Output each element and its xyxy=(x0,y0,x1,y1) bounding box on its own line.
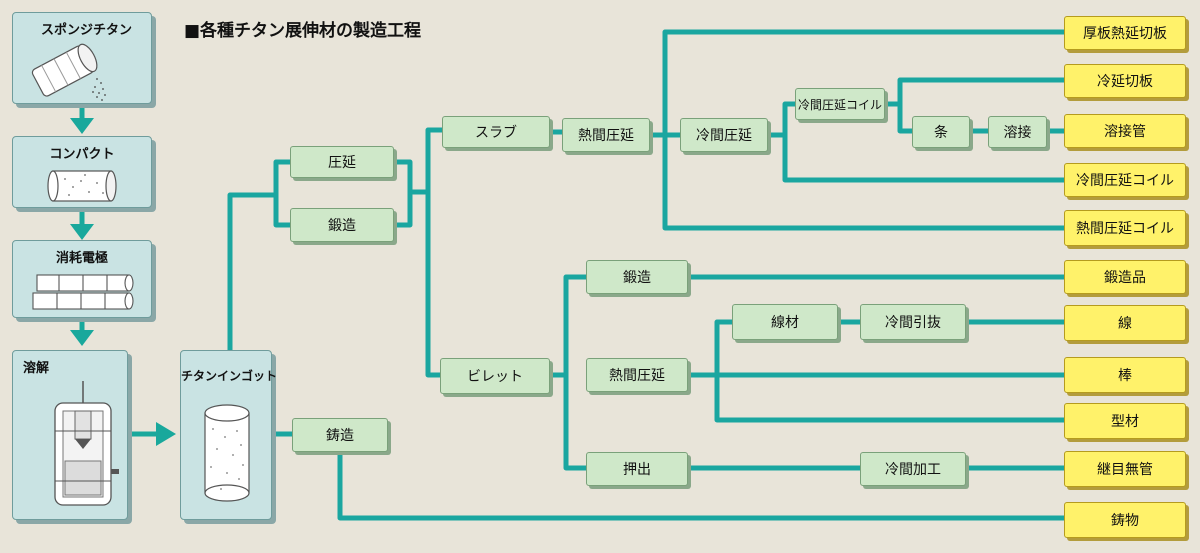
casting-box: 鋳造 xyxy=(292,418,388,452)
compact-panel: コンパクト xyxy=(12,136,152,208)
product-casting: 鋳物 xyxy=(1064,502,1186,538)
diagram-title: ■各種チタン展伸材の製造工程 xyxy=(184,21,422,41)
cold-rolled-coil-box: 冷間圧延コイル xyxy=(795,88,885,120)
product-cold-coil: 冷間圧延コイル xyxy=(1064,163,1186,197)
strip-box: 条 xyxy=(912,116,970,148)
product-thick-plate: 厚板熱延切板 xyxy=(1064,16,1186,50)
billet-box: ビレット xyxy=(440,358,550,394)
consumable-electrode-panel: 消耗電極 xyxy=(12,240,152,318)
product-seamless-pipe: 継目無管 xyxy=(1064,451,1186,487)
slab-box: スラブ xyxy=(442,116,550,148)
sponge-can-icon xyxy=(31,43,106,101)
product-wire: 線 xyxy=(1064,305,1186,341)
product-hot-coil: 熱間圧延コイル xyxy=(1064,210,1186,246)
billet-hot-rolling-box: 熱間圧延 xyxy=(586,358,688,392)
product-welded-pipe: 溶接管 xyxy=(1064,114,1186,148)
wire-rod-box: 線材 xyxy=(732,304,838,340)
sponge-titanium-label: スポンジチタン xyxy=(41,23,133,38)
product-bar: 棒 xyxy=(1064,357,1186,393)
product-cold-sheet: 冷延切板 xyxy=(1064,64,1186,98)
cold-rolling-box: 冷間圧延 xyxy=(680,118,768,152)
extrusion-box: 押出 xyxy=(586,452,688,486)
compact-cylinder-icon xyxy=(47,170,117,202)
electrode-stack-icon xyxy=(32,274,134,310)
titanium-ingot-label: チタンインゴット xyxy=(181,369,278,383)
product-section: 型材 xyxy=(1064,403,1186,439)
compact-label: コンパクト xyxy=(49,147,115,162)
melting-panel: 溶解 xyxy=(12,350,128,520)
product-forged: 鍛造品 xyxy=(1064,260,1186,294)
melting-label: 溶解 xyxy=(23,361,50,376)
sponge-titanium-panel: スポンジチタン xyxy=(12,12,152,104)
forging-box: 鍛造 xyxy=(290,208,394,242)
billet-forging-box: 鍛造 xyxy=(586,260,688,294)
welding-box: 溶接 xyxy=(988,116,1047,148)
arrow-heads xyxy=(70,118,176,446)
titanium-ingot-panel: チタンインゴット xyxy=(180,350,278,520)
rolling-box: 圧延 xyxy=(290,146,394,178)
slab-hot-rolling-box: 熱間圧延 xyxy=(562,118,650,152)
cold-drawing-box: 冷間引抜 xyxy=(860,304,966,340)
ingot-cylinder-icon xyxy=(204,404,250,502)
consumable-electrode-label: 消耗電極 xyxy=(55,251,108,266)
melting-furnace-icon xyxy=(54,381,119,506)
cold-working-box: 冷間加工 xyxy=(860,452,966,486)
